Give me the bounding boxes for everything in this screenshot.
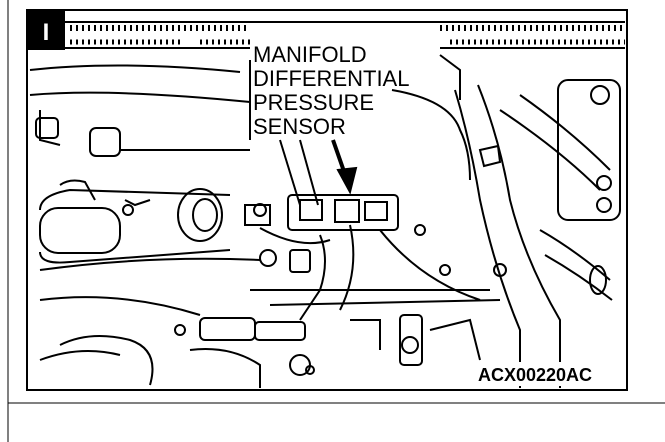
callout-label: MANIFOLD DIFFERENTIAL PRESSURE SENSOR xyxy=(253,42,409,139)
callout-line-4: SENSOR xyxy=(253,114,346,139)
section-badge: I xyxy=(27,10,65,50)
page-frame xyxy=(7,0,665,442)
callout-line-1: MANIFOLD xyxy=(253,42,367,67)
figure-code: ACX00220AC xyxy=(470,362,620,386)
callout-line-3: PRESSURE xyxy=(253,90,374,115)
section-badge-text: I xyxy=(43,19,50,46)
callout-line-2: DIFFERENTIAL xyxy=(253,66,409,91)
engine-line-art xyxy=(29,21,625,388)
figure-code-text: ACX00220AC xyxy=(478,365,592,385)
